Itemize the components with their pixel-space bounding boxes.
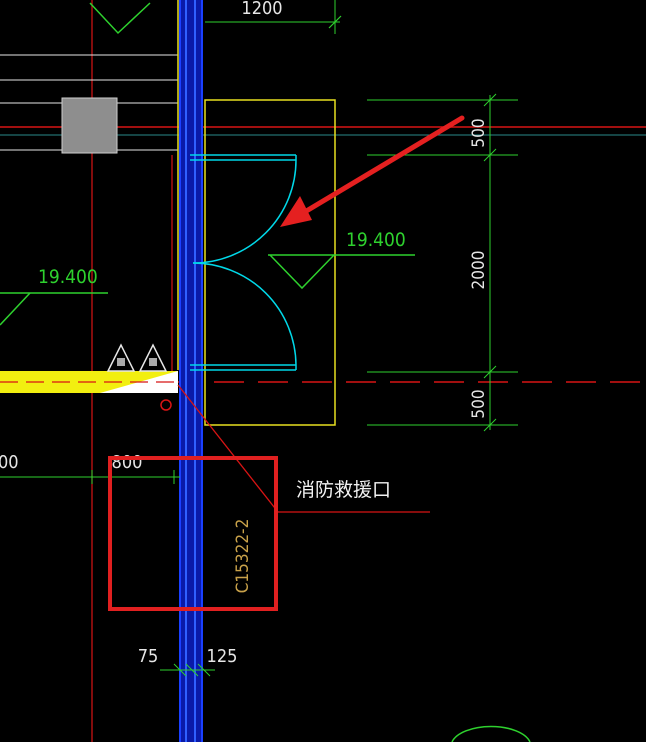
dim-label-vert-mid: 2000	[469, 251, 489, 290]
dim-label-vert-lower: 500	[469, 389, 489, 418]
dim-horizontal-left	[0, 470, 180, 484]
leader-line	[177, 384, 279, 513]
dim-label-wall-right: 125	[207, 646, 238, 667]
elevation-triangle-left-icon	[0, 292, 108, 326]
dim-label-left-span: 800	[112, 452, 143, 473]
window-tag-label: C15322-2	[233, 519, 253, 594]
arc-partial	[451, 725, 531, 742]
highlight-box	[108, 456, 278, 611]
dim-label-left-cut: 00	[0, 452, 19, 473]
elevation-label-right: 19.400	[346, 229, 406, 251]
marker-circle	[160, 399, 172, 411]
dim-vertical-right	[367, 93, 518, 432]
window-frame	[204, 99, 336, 426]
wall-blue	[179, 0, 203, 742]
stair-lines	[0, 54, 178, 151]
dim-label-wall-left: 75	[138, 646, 159, 667]
elevation-label-left: 19.400	[38, 266, 98, 288]
column-block	[61, 97, 118, 154]
elevation-triangle-top-icon	[89, 2, 151, 35]
dim-label-top: 1200	[241, 0, 282, 19]
dim-wall-thickness	[160, 663, 215, 677]
elevation-triangle-icon	[106, 343, 168, 372]
arrow-icon	[280, 115, 465, 227]
door-swing	[190, 154, 297, 371]
dim-label-vert-upper: 500	[469, 118, 489, 147]
rescue-opening-label: 消防救援口	[296, 479, 391, 501]
elevation-triangle-right-icon	[268, 254, 415, 290]
